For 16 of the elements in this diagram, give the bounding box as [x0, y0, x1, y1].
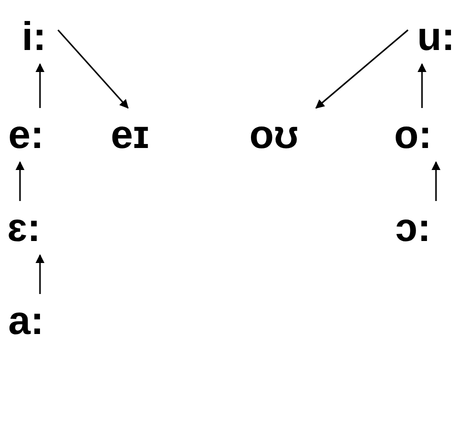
- arrow: [432, 161, 440, 201]
- vowel-symbol: ɛ:: [2, 205, 46, 251]
- vowel-symbol: i:: [14, 14, 54, 60]
- arrow: [315, 29, 408, 109]
- arrow: [418, 63, 426, 108]
- vowel-symbol: a:: [2, 298, 50, 344]
- arrow: [36, 254, 44, 294]
- arrow: [16, 161, 24, 201]
- vowel-symbol: e:: [2, 112, 50, 158]
- arrow: [36, 63, 44, 108]
- arrow: [57, 30, 129, 109]
- vowel-symbol: o:: [388, 112, 438, 158]
- vowel-symbol: u:: [412, 14, 460, 60]
- vowel-symbol: ɔ:: [388, 205, 438, 251]
- vowel-symbol: eɪ: [98, 112, 162, 158]
- vowel-symbol: oʊ: [236, 112, 312, 158]
